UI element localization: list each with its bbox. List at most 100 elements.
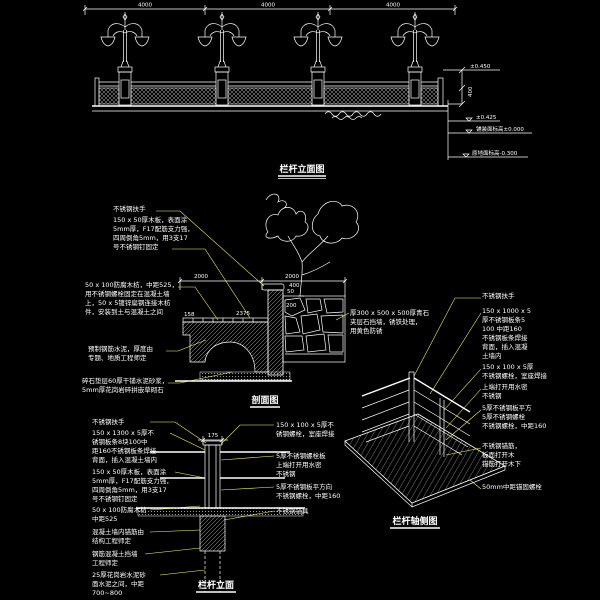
height-dim-line bbox=[458, 66, 466, 108]
railing-section: 2000 2000 400 50 200 2375 158 bbox=[82, 193, 430, 408]
level-leader-lines bbox=[447, 100, 532, 160]
leader bbox=[413, 297, 481, 377]
axon-note: 上端打开用水密 bbox=[482, 382, 528, 391]
front-embedment-lines bbox=[204, 551, 221, 592]
leader bbox=[429, 312, 482, 395]
fence-panel bbox=[420, 87, 439, 105]
tree-canopy bbox=[311, 200, 359, 244]
note-handrail: 不锈钢扶手 bbox=[113, 204, 146, 213]
front-note: 结构工程师定 bbox=[92, 536, 132, 545]
front-note: 中距525 bbox=[92, 514, 117, 523]
axon-deck bbox=[344, 413, 506, 504]
front-note: 5厚不锈钢螺栓板 bbox=[276, 451, 326, 460]
section-dimension: 2000 2000 400 50 200 2375 158 bbox=[177, 274, 348, 318]
leader-joist bbox=[178, 286, 219, 321]
front-note: 号不锈钢钉固定 bbox=[92, 494, 138, 503]
axon-note: 100 中距160 bbox=[482, 324, 522, 333]
front-note: 5厚不锈钢板平方向 bbox=[276, 482, 332, 491]
axon-note: 背面，插入混凝 bbox=[482, 342, 528, 351]
note-wood-board: 号不锈钢钉固定 bbox=[113, 242, 159, 251]
stone bbox=[284, 335, 305, 353]
fence-end-post bbox=[437, 77, 444, 107]
railing-elevation: 4000 4000 4000 ±0.450 400 ±0 bbox=[82, 3, 532, 179]
axon-note: 50mm中距锚固螺栓 bbox=[482, 482, 542, 491]
axon-note: 不锈钢螺栓，室座焊接 bbox=[482, 371, 548, 380]
elev-dim-2: 4000 bbox=[261, 3, 275, 9]
front-note: 锈钢板条8块100中 bbox=[92, 437, 148, 446]
front-notes-left: 不锈钢扶手 150 x 1300 x 5厚不 锈钢板条8块100中 距160不锈… bbox=[92, 417, 173, 597]
tree-canopy bbox=[265, 207, 309, 242]
front-leaders bbox=[144, 421, 275, 576]
fence-panel bbox=[130, 87, 217, 105]
leader-stone-wall bbox=[335, 312, 350, 321]
section-dim-2: 2000 bbox=[285, 274, 299, 280]
stone bbox=[320, 314, 344, 334]
elev-dim-height: 400 bbox=[468, 86, 474, 97]
tree-trunk bbox=[287, 235, 331, 297]
fence-rail bbox=[99, 81, 438, 87]
axon-note: 150 x 1000 x 5 bbox=[482, 307, 531, 315]
section-dim-line bbox=[177, 277, 348, 296]
axon-note: 5厚不锈钢螺栓 bbox=[482, 412, 526, 421]
leader bbox=[174, 471, 206, 479]
fence-end-post bbox=[94, 77, 100, 107]
note-joist: 50 x 100防腐木枋，中距525， bbox=[85, 280, 178, 289]
note-stone-wall: 夹层石挡墙，锈铁处理， bbox=[350, 317, 422, 326]
elev-cobbles bbox=[324, 111, 382, 120]
front-note: 距160不锈钢板条焊接 bbox=[92, 446, 157, 455]
elev-level-ground: 原地面标高-0.300 bbox=[472, 149, 518, 157]
axon-note: 150 x 100 x 5厚 bbox=[482, 363, 534, 371]
elev-level-top: ±0.450 bbox=[470, 64, 491, 70]
front-note: 150 x 50厚木板，表面涂 bbox=[92, 467, 167, 476]
stone bbox=[284, 297, 306, 317]
leader bbox=[149, 529, 201, 533]
axon-note: 不锈钢 bbox=[482, 391, 502, 400]
front-note: 上端打开用水密 bbox=[276, 460, 322, 469]
section-title: 剖面图 bbox=[251, 394, 278, 406]
fence-panel bbox=[323, 87, 410, 105]
section-notes: 不锈钢扶手 150 x 50厚木板，表面涂 5mm厚，F17配筋支力强， 四周倒… bbox=[82, 204, 430, 394]
front-title: 栏杆立面 bbox=[198, 579, 234, 591]
railing-front-elevation: 175 不锈钢扶手 150 x 1300 x 5厚不 锈钢板条8块100中 距1… bbox=[92, 417, 340, 597]
front-note: 50 x 100防腐木枋 bbox=[92, 505, 147, 514]
retaining-wall bbox=[267, 289, 284, 376]
front-note: 150 x 1300 x 5厚不 bbox=[92, 429, 155, 437]
axon-leaders bbox=[413, 297, 482, 490]
section-leaders bbox=[156, 210, 350, 384]
front-note: 混凝土墙内锚筋由 bbox=[92, 527, 144, 536]
elev-level-cap: ±0.425 bbox=[476, 115, 497, 121]
note-wood-board: 5mm厚，F17配筋支力强， bbox=[113, 224, 194, 233]
leader bbox=[220, 486, 275, 491]
stone bbox=[305, 298, 323, 314]
axon-note: 土墙内 bbox=[482, 351, 502, 360]
deck-boards bbox=[182, 317, 269, 323]
front-notes-right: 150 x 100 x 5厚不 锈钢螺栓，室座焊接 5厚不锈钢螺栓板 上端打开用… bbox=[276, 421, 340, 515]
note-stone-wall: 厚300 x 500 x 500厚青石 bbox=[350, 308, 430, 317]
section-dim-deck: 2375 bbox=[236, 311, 250, 317]
axon-post bbox=[408, 371, 415, 442]
note-joist: 件，安装到土与混凝土之间 bbox=[85, 307, 163, 316]
axon-post-secondary bbox=[439, 398, 445, 457]
leader bbox=[223, 510, 275, 521]
note-stone-wall: 用黄色防锈 bbox=[350, 326, 383, 335]
front-post-plates bbox=[208, 445, 217, 508]
front-dim: 175 bbox=[208, 433, 219, 439]
axon-note: 不锈钢扶手 bbox=[482, 291, 515, 300]
leader bbox=[445, 409, 482, 441]
section-dim-edge: 158 bbox=[184, 312, 195, 318]
fence bbox=[94, 77, 444, 107]
front-note: 不锈钢螺栓，中距160 bbox=[276, 491, 340, 500]
front-post bbox=[204, 444, 221, 509]
front-dim-line bbox=[198, 436, 228, 444]
section-dim-wall: 200 bbox=[286, 303, 297, 309]
leader-handrail bbox=[156, 210, 265, 287]
note-slab: 专题、地质工程师定 bbox=[88, 353, 147, 362]
axon-note: 不锈钢螺栓，中距160 bbox=[482, 421, 546, 430]
leader-slab bbox=[166, 339, 207, 352]
front-note: 背面，插入混凝土墙内 bbox=[92, 455, 157, 464]
note-slab: 预制钢筋水泥，厚度由 bbox=[88, 344, 153, 353]
front-note: 四周倒角5mm，用3支17 bbox=[92, 485, 167, 494]
section-dim-1: 2000 bbox=[194, 274, 208, 280]
axon-note: 锚筋打开木下 bbox=[482, 459, 522, 468]
axon-rails-right bbox=[413, 389, 471, 456]
